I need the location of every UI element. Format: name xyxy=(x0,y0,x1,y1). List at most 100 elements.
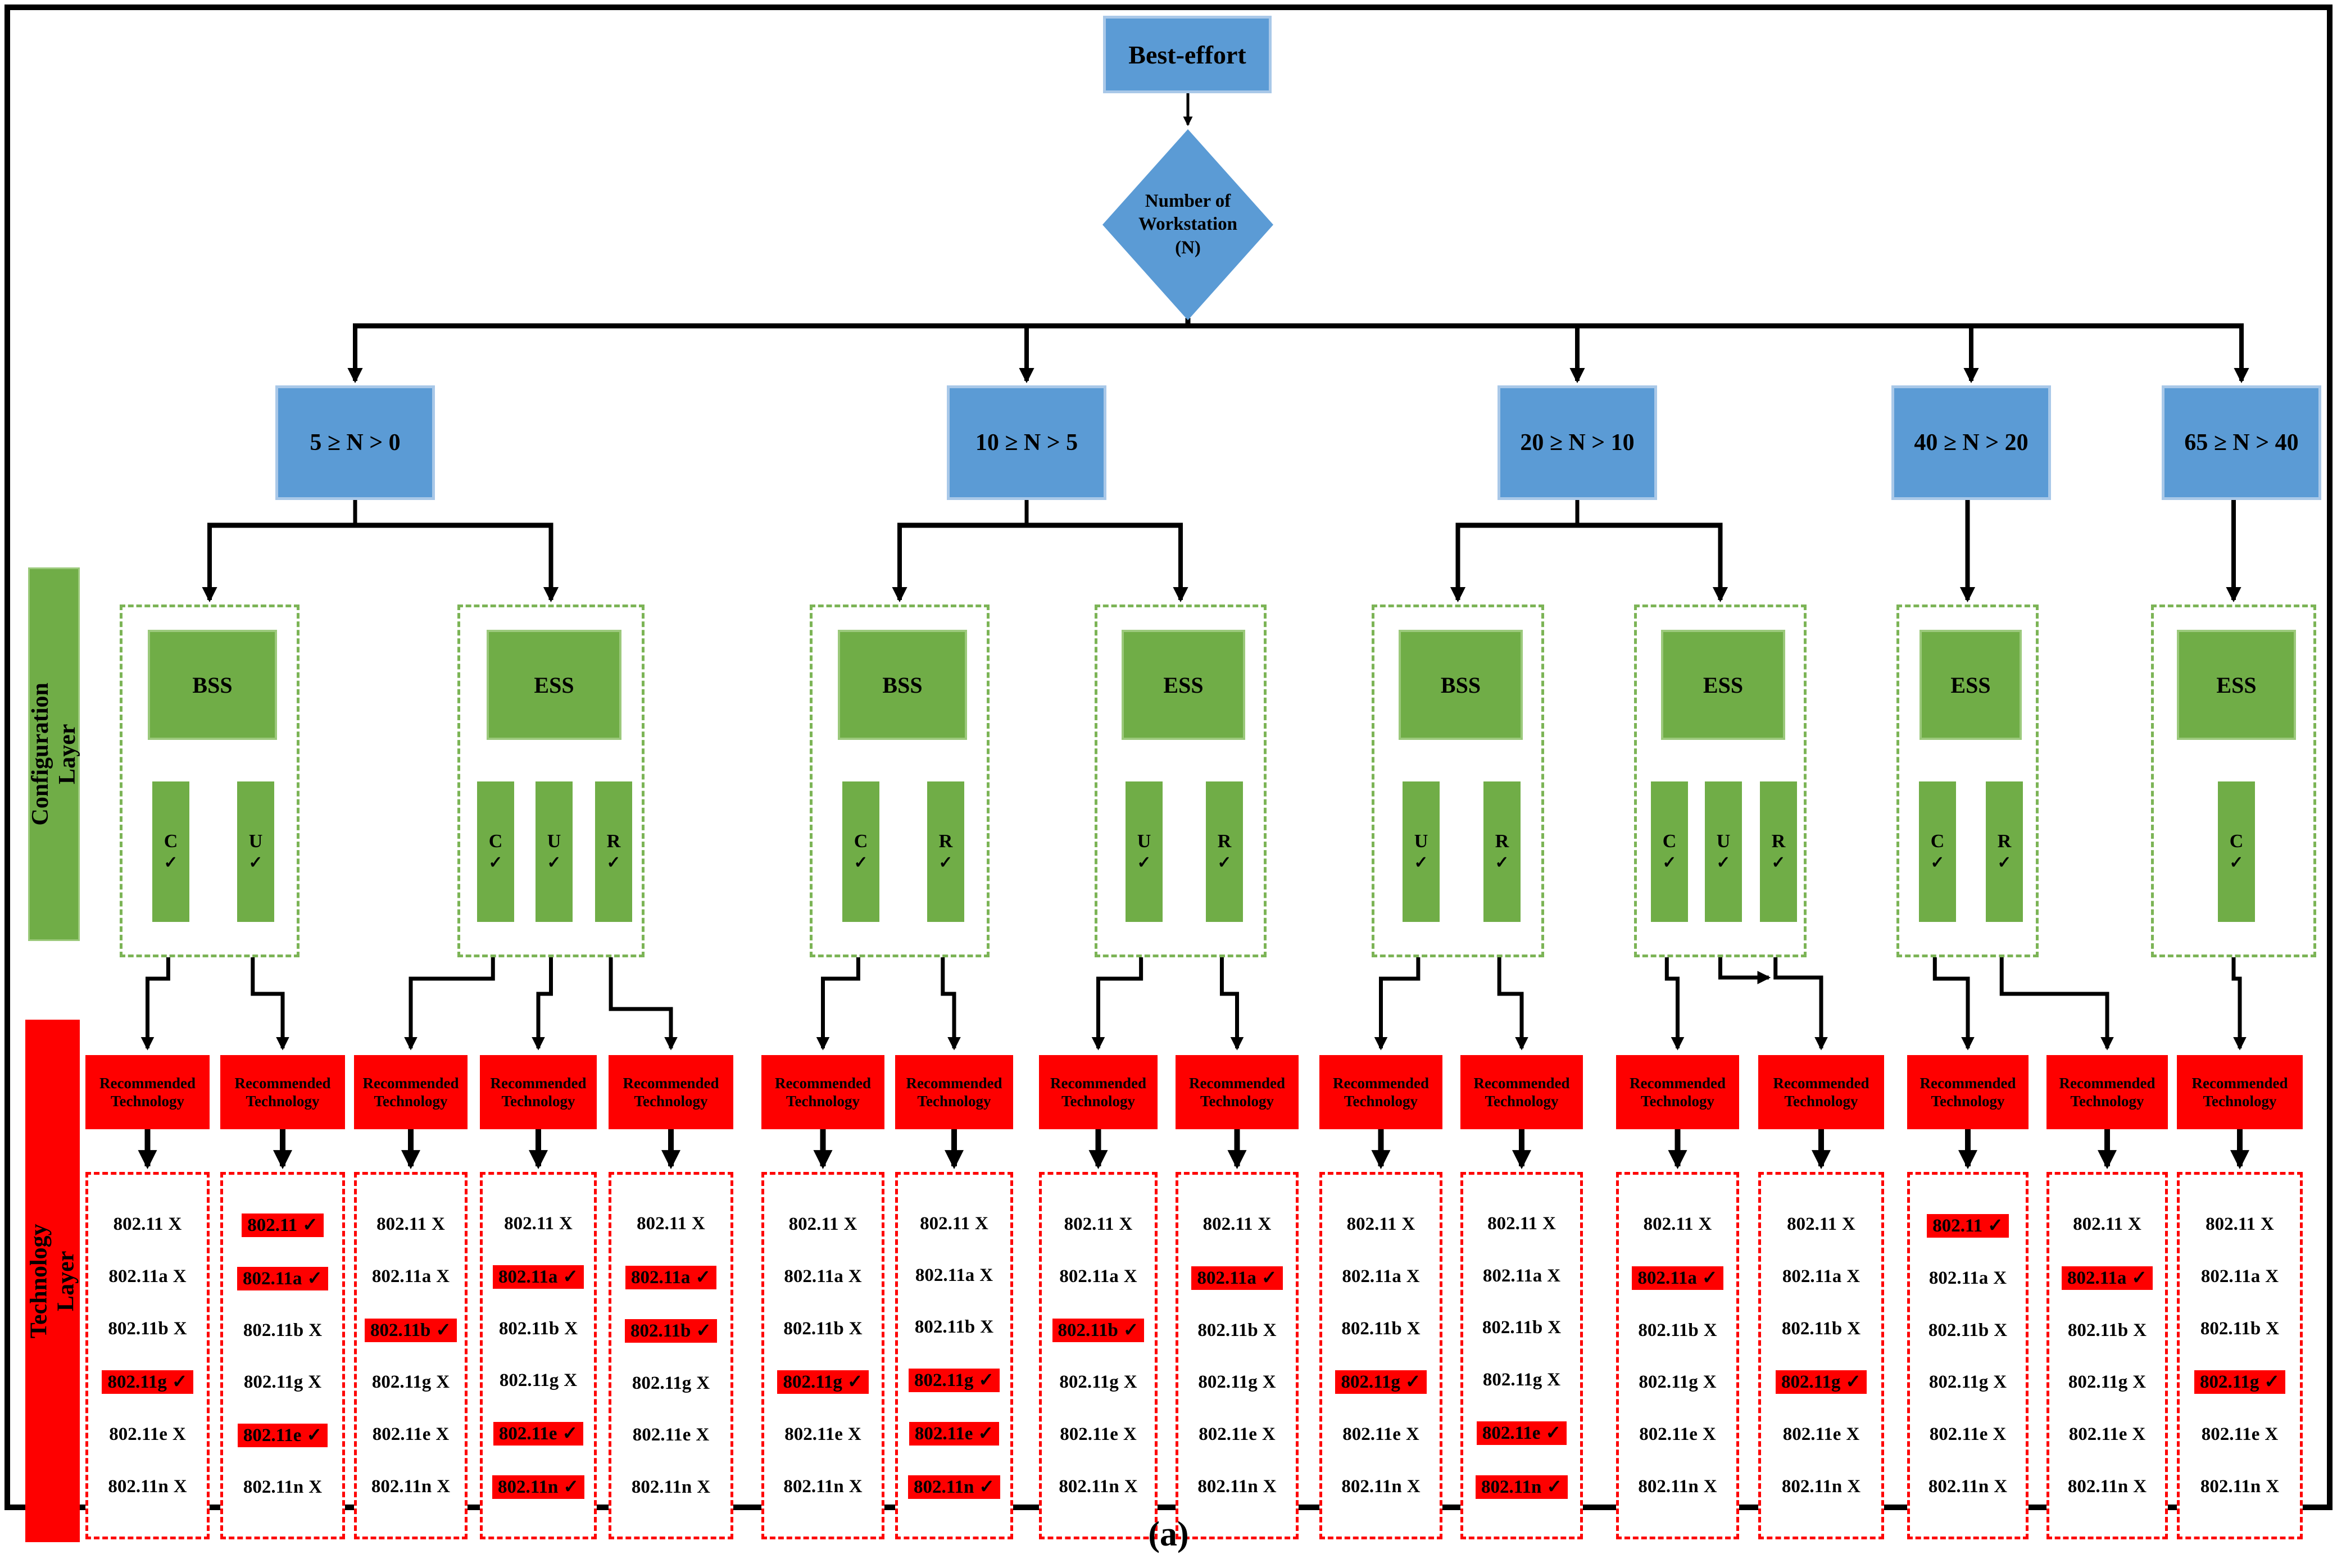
technology-name: 802.11e xyxy=(372,1424,431,1445)
technology-pill: 802.11n✓ xyxy=(908,1475,1000,1499)
x-icon: X xyxy=(847,1424,861,1445)
technology-row: 802.11e✓ xyxy=(1476,1421,1567,1446)
config-option-box: C✓ xyxy=(152,781,189,922)
x-icon: X xyxy=(173,1318,187,1339)
technology-name: 802.11 xyxy=(1787,1214,1837,1234)
x-icon: X xyxy=(432,1214,445,1234)
x-icon: X xyxy=(2265,1424,2279,1445)
check-icon: ✓ xyxy=(1987,1215,2003,1236)
technology-pill: 802.11a✓ xyxy=(492,1265,584,1289)
technology-name: 802.11g xyxy=(632,1372,692,1393)
x-icon: X xyxy=(1703,1476,1717,1497)
check-icon: ✓ xyxy=(2131,1267,2148,1288)
check-icon: ✓ xyxy=(979,1477,995,1497)
check-icon: ✓ xyxy=(1997,853,2012,872)
x-icon: X xyxy=(1401,1214,1415,1234)
technology-pill: 802.11g✓ xyxy=(777,1370,869,1394)
check-icon: ✓ xyxy=(696,1321,711,1342)
check-icon: ✓ xyxy=(1771,853,1786,872)
technology-pill: 802.11g✓ xyxy=(1775,1370,1867,1394)
technology-pill: 802.11n✓ xyxy=(1476,1475,1568,1499)
x-icon: X xyxy=(1406,1318,1421,1339)
technology-row: 802.11e✓ xyxy=(237,1424,328,1447)
technology-name: 802.11a xyxy=(630,1267,691,1288)
technology-name: 802.11n xyxy=(498,1477,559,1497)
check-icon: ✓ xyxy=(1716,853,1731,872)
technology-name: 802.11n xyxy=(243,1477,304,1497)
config-type-label: BSS xyxy=(882,672,923,698)
x-icon: X xyxy=(1547,1369,1561,1390)
config-option-box: R✓ xyxy=(927,781,964,922)
configuration-layer-text: Configuration Layer xyxy=(27,683,81,826)
x-icon: X xyxy=(1993,1267,2007,1288)
x-icon: X xyxy=(1548,1317,1562,1338)
x-icon: X xyxy=(1993,1424,2007,1445)
technology-row: 802.11g✓ xyxy=(2194,1370,2286,1394)
config-type-label: BSS xyxy=(192,672,233,698)
technology-pill: 802.11a✓ xyxy=(625,1265,717,1289)
technology-name: 802.11g xyxy=(783,1372,842,1393)
x-icon: X xyxy=(1124,1476,1138,1497)
technology-name: 802.11g xyxy=(2199,1372,2259,1393)
technology-name: 802.11 xyxy=(1643,1214,1694,1234)
x-icon: X xyxy=(1698,1214,1712,1234)
check-icon: ✓ xyxy=(562,1424,578,1444)
x-icon: X xyxy=(1846,1424,1860,1445)
config-option-box: U✓ xyxy=(1126,781,1163,922)
x-icon: X xyxy=(435,1424,450,1445)
technology-name: 802.11e xyxy=(914,1424,973,1444)
recommended-line: Technology xyxy=(1931,1093,2005,1110)
branch-condition-label: 10 ≥ N > 5 xyxy=(975,430,1078,456)
decision-line: (N) xyxy=(1175,237,1201,258)
technology-name: 802.11 xyxy=(788,1214,839,1234)
x-icon: X xyxy=(1547,1265,1561,1286)
recommended-line: Recommended xyxy=(2059,1074,2156,1092)
root-label: Best-effort xyxy=(1128,40,1246,69)
technology-pill: 802.11e✓ xyxy=(909,1422,1000,1446)
technology-name: 802.11g xyxy=(243,1372,303,1392)
technology-pill: 802.11a✓ xyxy=(1191,1266,1283,1290)
check-icon: ✓ xyxy=(302,1215,318,1235)
check-icon: ✓ xyxy=(1405,1372,1421,1393)
config-option-box: C✓ xyxy=(2218,781,2255,922)
config-type-label: ESS xyxy=(2216,672,2257,698)
technology-pill: 802.11g✓ xyxy=(908,1369,1000,1392)
config-type-label: ESS xyxy=(1950,672,1991,698)
x-icon: X xyxy=(173,1476,187,1497)
x-icon: X xyxy=(1846,1266,1860,1287)
recommended-line: Recommended xyxy=(1050,1074,1146,1092)
technology-pill: 802.11✓ xyxy=(1927,1214,2009,1238)
branch-condition-node: 5 ≥ N > 0 xyxy=(275,385,435,500)
technology-name: 802.11g xyxy=(499,1370,559,1390)
